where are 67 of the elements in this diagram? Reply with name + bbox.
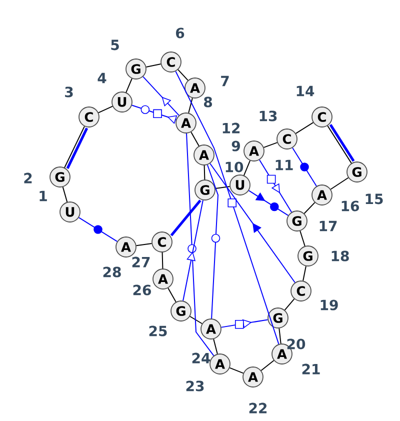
backbone-line — [204, 164, 206, 180]
position-number: 27 — [132, 256, 150, 268]
position-number: 21 — [302, 364, 320, 374]
backbone-line — [146, 64, 162, 68]
position-number: 9 — [232, 140, 240, 152]
position-number: 23 — [186, 380, 204, 392]
base-pair-line — [131, 104, 178, 124]
backbone-line — [98, 106, 113, 114]
position-number: 13 — [260, 110, 277, 122]
position-number: 22 — [249, 402, 267, 414]
base-pair-line — [248, 190, 289, 216]
backbone-line — [126, 78, 132, 93]
position-number: 26 — [133, 284, 151, 296]
backbone-line — [260, 360, 274, 371]
base-pair-line — [220, 319, 268, 329]
backbone-line — [64, 126, 85, 168]
backbone-line — [295, 122, 314, 134]
position-number: 14 — [296, 86, 314, 96]
backbone-line — [190, 132, 200, 146]
backbone-line — [300, 230, 306, 247]
backbone-line — [189, 316, 203, 324]
position-number: 1 — [40, 190, 47, 202]
backbone-line — [178, 69, 188, 81]
base-pair-line — [210, 163, 296, 283]
position-number: 10 — [226, 162, 244, 172]
position-number: 8 — [204, 96, 212, 108]
position-number: 28 — [103, 266, 121, 278]
position-number: 24 — [192, 352, 210, 364]
position-number: 6 — [176, 28, 184, 38]
backbone-line — [304, 202, 316, 214]
position-number: 15 — [366, 194, 383, 204]
backbone-line — [168, 288, 176, 302]
backbone-line — [188, 98, 193, 114]
backbone-line — [278, 328, 282, 344]
position-number: 16 — [342, 200, 359, 212]
position-number: 12 — [222, 122, 240, 134]
position-number: 7 — [221, 76, 229, 86]
backbone-line — [214, 186, 230, 190]
backbone-line — [229, 367, 244, 374]
base-pair-line — [142, 76, 180, 116]
backbone-line — [136, 242, 152, 246]
base-pair-line — [66, 128, 88, 169]
backbone-line — [213, 338, 218, 354]
position-number: 11 — [276, 160, 293, 170]
base-pair-line — [292, 147, 317, 187]
backbone-line — [62, 186, 68, 202]
base-pair-line — [175, 70, 280, 345]
position-number: 17 — [320, 220, 337, 232]
position-number: 25 — [149, 326, 167, 336]
base-pair-line — [78, 217, 118, 242]
position-number: 4 — [98, 72, 106, 84]
position-number: 3 — [65, 86, 73, 98]
backbone-line — [162, 252, 164, 270]
base-pair-line — [182, 200, 204, 302]
backbone-line — [263, 142, 278, 148]
base-pair-line — [186, 132, 214, 356]
position-number: 5 — [111, 40, 119, 50]
backbone-line — [302, 266, 306, 282]
base-pair-line — [258, 159, 292, 213]
backbone-line — [330, 177, 349, 190]
position-number: 18 — [332, 250, 349, 262]
position-number: 19 — [320, 300, 338, 310]
base-pair-line — [206, 164, 220, 320]
base-pair-line — [170, 200, 202, 236]
position-number: 2 — [24, 172, 32, 184]
backbone-line — [243, 160, 251, 176]
backbone-line — [284, 298, 295, 311]
